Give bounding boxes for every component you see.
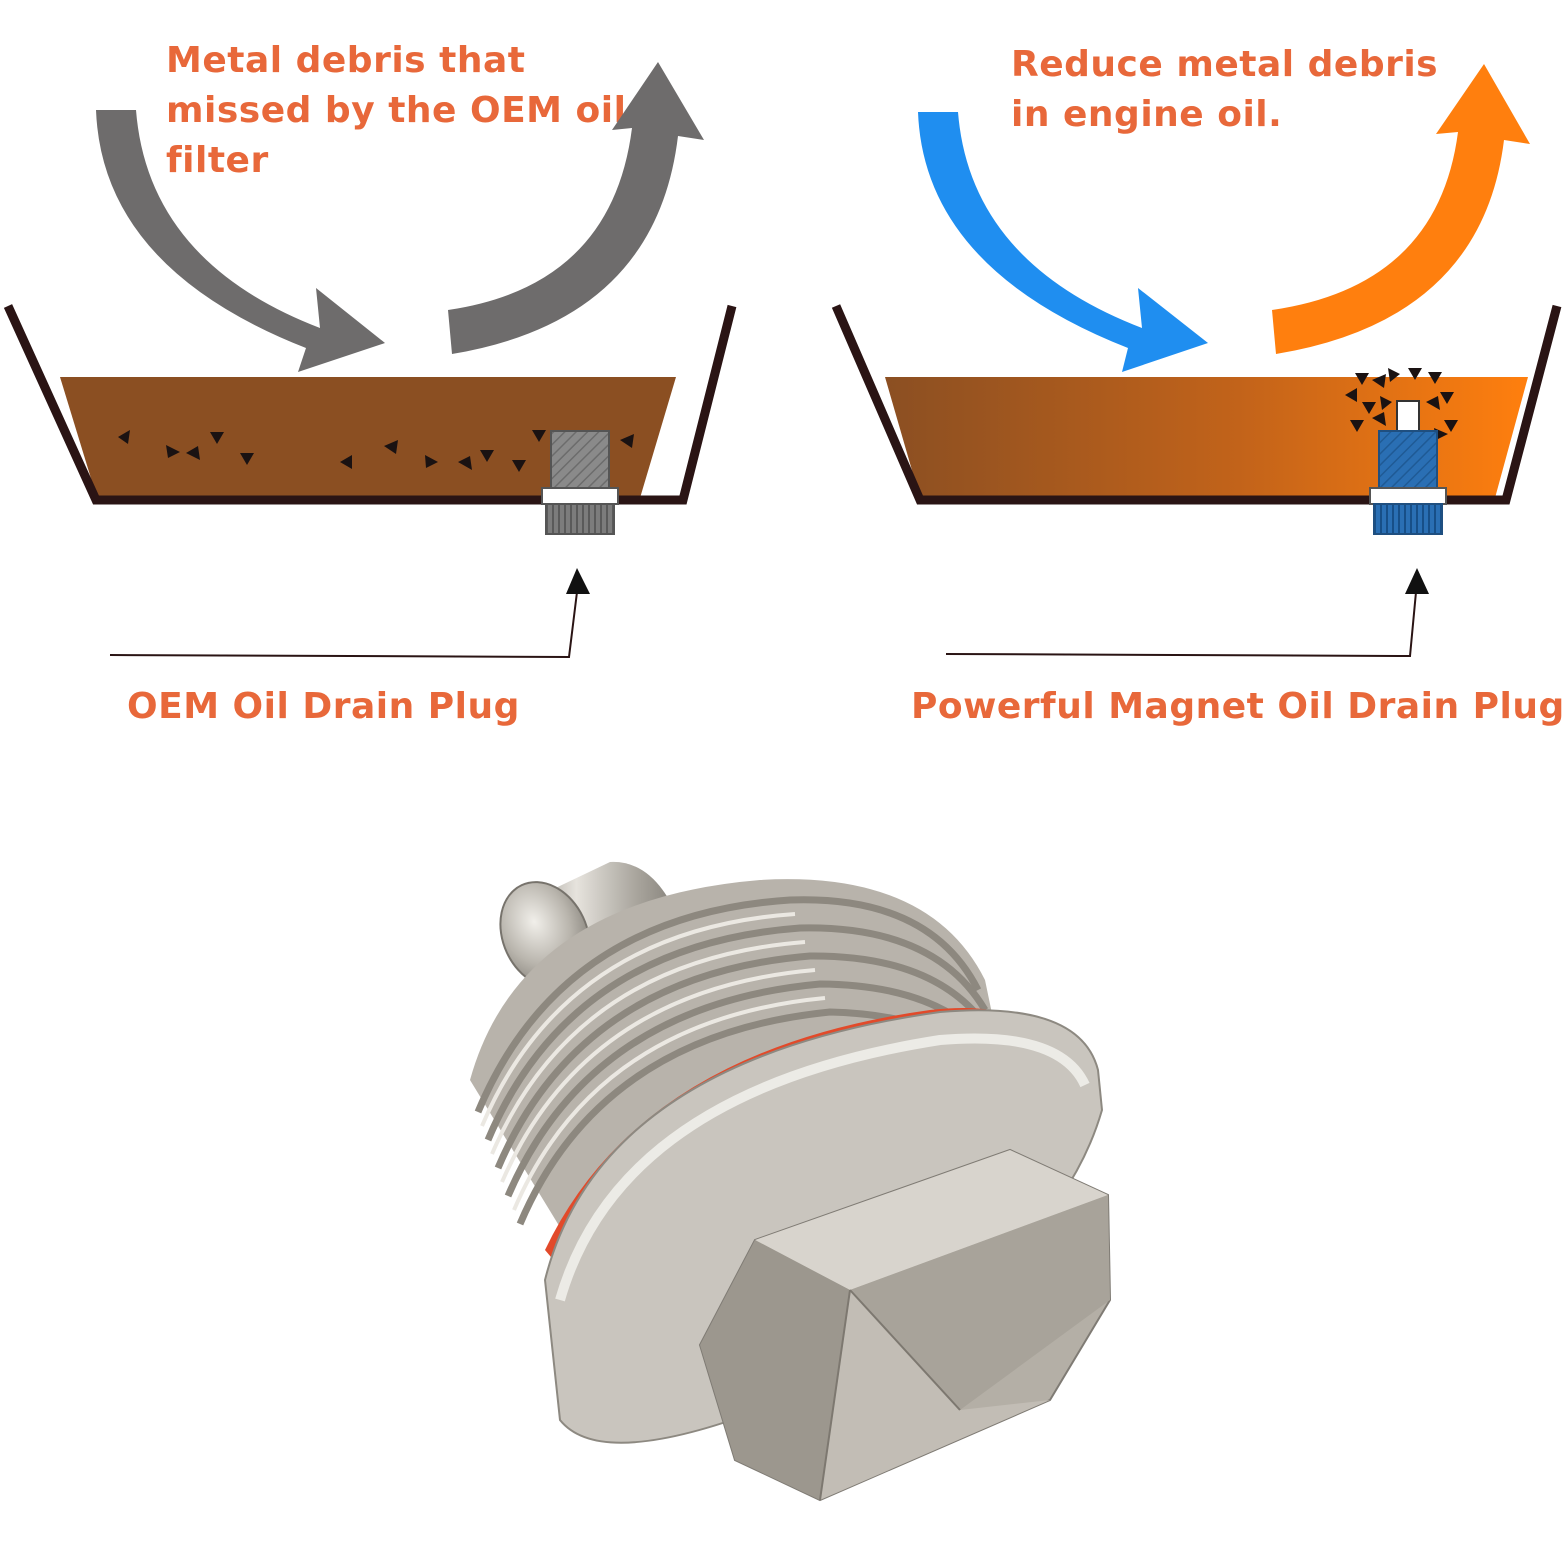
left-oil-fill <box>60 377 676 498</box>
left-oil-pan <box>3 304 737 505</box>
right-magnet-debris <box>1345 368 1458 440</box>
right-magnet-plug <box>1369 400 1447 535</box>
left-bottom-caption: OEM Oil Drain Plug <box>127 686 520 727</box>
left-oem-plug <box>541 430 619 535</box>
left-down-arrow <box>96 110 385 372</box>
left-pointer-arrowhead <box>566 568 590 594</box>
left-pan-outline <box>3 304 737 505</box>
right-top-caption: Reduce metal debris in engine oil. <box>1011 44 1439 135</box>
right-pan-outline <box>831 304 1562 505</box>
magnetic-drain-plug-product <box>470 861 1112 1502</box>
right-bottom-caption: Powerful Magnet Oil Drain Plug <box>911 686 1565 727</box>
hex-head <box>698 1148 1112 1502</box>
right-up-arrow <box>1272 64 1530 354</box>
right-down-arrow <box>918 112 1208 372</box>
left-up-arrow <box>448 62 704 354</box>
left-debris <box>118 430 634 472</box>
right-pointer-line <box>945 591 1417 658</box>
left-top-caption: Metal debris that missed by the OEM oil … <box>166 40 627 181</box>
left-pointer-line <box>109 591 578 659</box>
right-pointer-arrowhead <box>1405 568 1429 594</box>
